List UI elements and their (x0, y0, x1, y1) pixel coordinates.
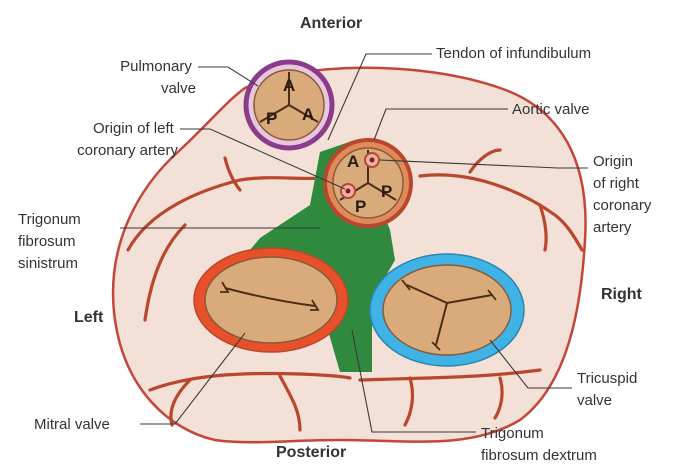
label-tendon-infundibulum: Tendon of infundibulum (436, 45, 591, 62)
label-posterior: Posterior (276, 444, 346, 461)
label-left: Left (74, 309, 104, 326)
label-trigonum-sinistrum: Trigonum fibrosum sinistrum (18, 211, 85, 272)
label-tricuspid-valve: Tricuspid valve (577, 370, 641, 409)
tricuspid-valve (370, 254, 524, 366)
mitral-valve (194, 248, 348, 352)
aortic-valve: A P P (325, 140, 411, 226)
aortic-cusp-a: A (347, 152, 359, 171)
pulmonary-cusp-p: P (266, 109, 277, 128)
label-anterior: Anterior (300, 15, 362, 32)
pulmonary-valve: A P A (246, 62, 332, 148)
aortic-cusp-p1: P (355, 197, 366, 216)
pulmonary-cusp-a2: A (302, 105, 314, 124)
label-aortic-valve: Aortic valve (512, 101, 590, 118)
label-origin-right-coronary: Origin of right coronary artery (593, 153, 656, 236)
pulmonary-cusp-a1: A (283, 76, 295, 95)
label-pulmonary-valve: Pulmonary valve (120, 58, 196, 97)
label-origin-left-coronary: Origin of left coronary artery (77, 120, 178, 159)
aortic-cusp-p2: P (381, 182, 392, 201)
label-mitral-valve: Mitral valve (34, 416, 110, 433)
label-right: Right (601, 286, 643, 303)
label-trigonum-dextrum: Trigonum fibrosum dextrum (481, 425, 597, 464)
